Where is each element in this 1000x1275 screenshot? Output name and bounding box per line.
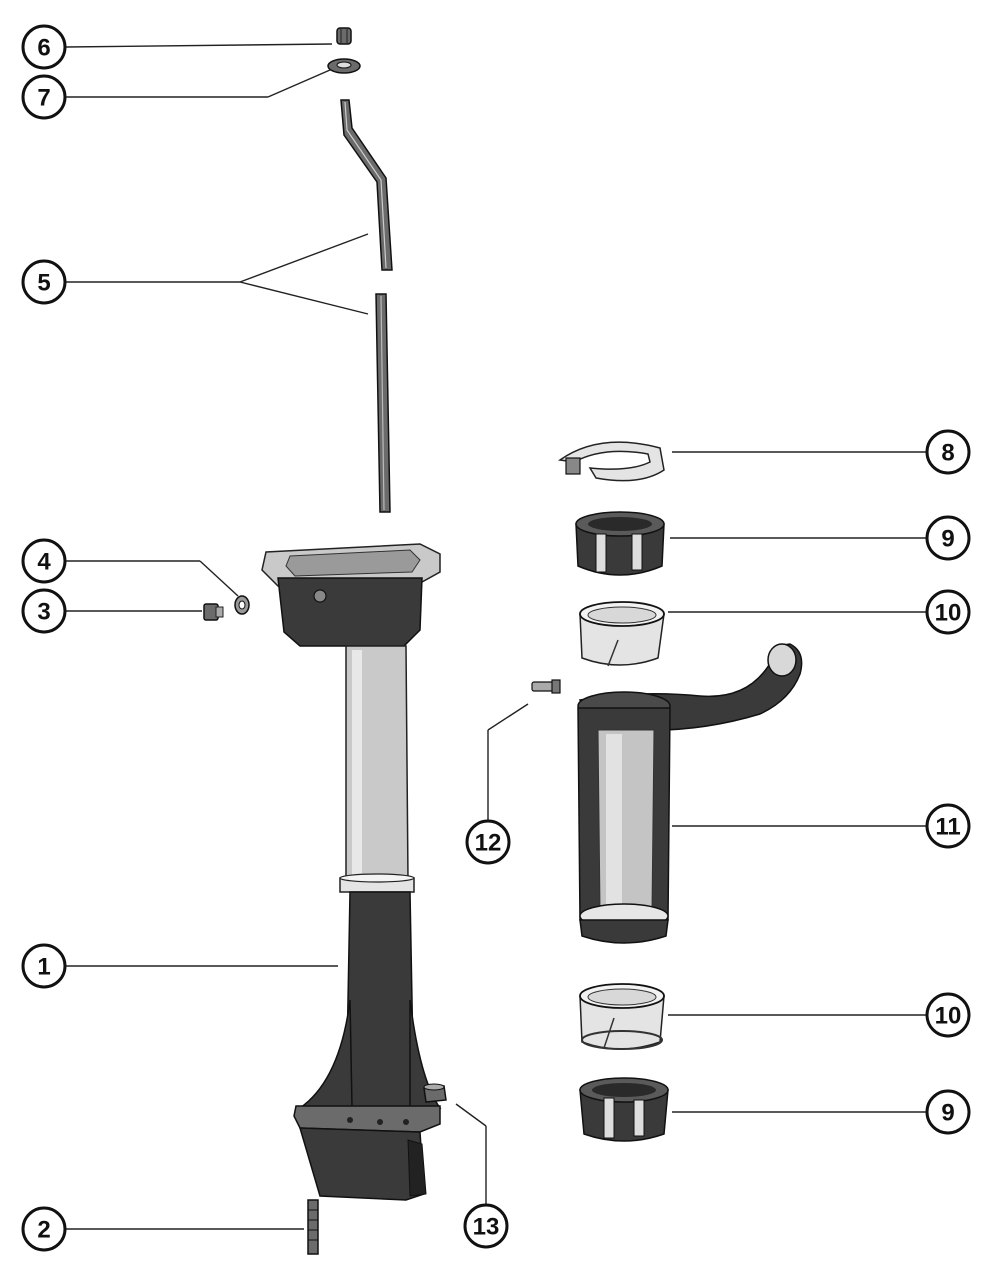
callout-9-upper-label: 9 — [941, 526, 954, 553]
callout-11-label: 11 — [935, 814, 960, 841]
callout-4-label: 4 — [37, 549, 51, 576]
callout-4: 4 — [21, 538, 67, 584]
part-9-bushing-upper — [575, 511, 665, 576]
part-11-steering-arm — [577, 643, 803, 944]
callout-1: 1 — [21, 943, 67, 989]
callout-12-label: 12 — [475, 830, 502, 857]
part-10-bushing-upper — [579, 601, 665, 667]
part-13-plug — [423, 1083, 447, 1103]
callout-3: 3 — [21, 588, 67, 634]
part-9-bushing-lower — [579, 1077, 669, 1142]
callout-7: 7 — [21, 74, 67, 120]
callout-2: 2 — [21, 1206, 67, 1252]
part-7-washer — [327, 58, 361, 74]
callout-11: 11 — [925, 803, 971, 849]
callout-6: 6 — [21, 24, 67, 70]
part-3-bolt — [203, 603, 224, 621]
part-12-screw — [531, 679, 561, 694]
part-10-bushing-lower — [579, 983, 665, 1050]
callout-10-lower-label: 10 — [935, 1003, 962, 1030]
callout-9-lower: 9 — [925, 1089, 971, 1135]
callout-13-label: 13 — [473, 1214, 500, 1241]
callout-10-upper: 10 — [925, 589, 971, 635]
part-1-steering-post — [261, 543, 442, 1201]
callout-10-lower: 10 — [925, 992, 971, 1038]
part-6-nut — [336, 27, 352, 45]
part-8-clamp — [558, 441, 665, 482]
callout-10-upper-label: 10 — [935, 600, 962, 627]
callout-1-label: 1 — [37, 954, 50, 981]
callout-8: 8 — [925, 429, 971, 475]
callout-3-label: 3 — [37, 599, 50, 626]
callout-8-label: 8 — [941, 440, 954, 467]
part-4-washer — [234, 595, 250, 615]
callout-12: 12 — [465, 819, 511, 865]
callout-5: 5 — [21, 259, 67, 305]
leader-lines — [65, 43, 926, 1230]
callout-6-label: 6 — [37, 35, 50, 62]
callout-9-lower-label: 9 — [941, 1100, 954, 1127]
part-5-lower-rod — [375, 293, 391, 513]
callout-2-label: 2 — [37, 1217, 50, 1244]
callout-5-label: 5 — [37, 270, 50, 297]
callout-7-label: 7 — [37, 85, 50, 112]
callout-9-upper: 9 — [925, 515, 971, 561]
part-5-upper-rod — [340, 99, 393, 271]
part-2-stud — [307, 1199, 319, 1255]
callout-13: 13 — [463, 1203, 509, 1249]
